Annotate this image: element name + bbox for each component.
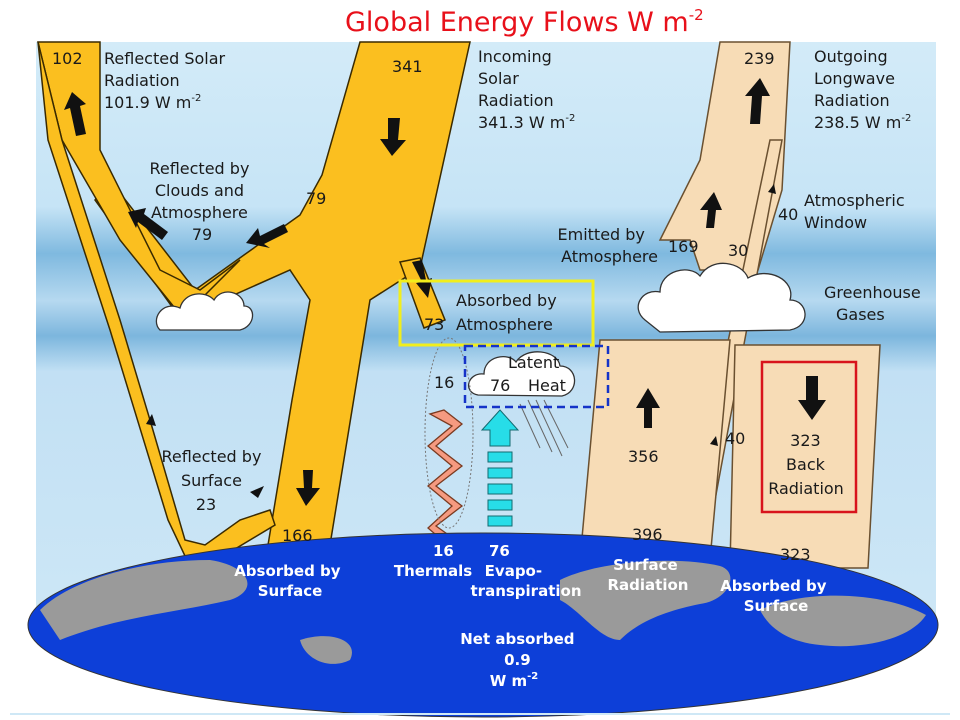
back-radiation-highlight-box	[760, 360, 858, 514]
surface-radiation-bottom-value: 396	[632, 525, 663, 544]
reflected-up-arrow-icon	[64, 92, 86, 136]
cloud-greenhouse	[637, 262, 806, 333]
greenhouse-label: Greenhouse Gases	[824, 283, 926, 324]
reflected-solar-value: 102	[52, 49, 83, 68]
page-title: Global Energy Flows W m-2	[345, 6, 704, 38]
surface-radiation-mid-value: 356	[628, 447, 659, 466]
thermals-dotted-outline	[424, 337, 474, 529]
atm-window-value: 40	[778, 205, 798, 224]
reflected-surface-arm	[37, 41, 276, 557]
reflected-surface-arrow-icon	[146, 414, 156, 426]
cloud-latent	[468, 351, 576, 397]
absorbed-surface-right-value: 323	[780, 545, 811, 564]
window-arrow2-icon	[710, 436, 718, 446]
outgoing-arrow-icon	[745, 78, 770, 124]
reflected-clouds-branch-value: 79	[306, 189, 326, 208]
earth-net-absorbed: Net absorbed 0.9 W m-2	[460, 630, 580, 690]
latent-heat-highlight-box	[463, 344, 610, 409]
latent-heat-value: 76	[490, 376, 510, 395]
window-bottom-value: 40	[725, 429, 745, 448]
absorbed-surface-left-value: 166	[282, 526, 313, 545]
absorbed-atm-arrow-icon	[412, 260, 432, 298]
clouds-reflect-arrow-2-icon	[246, 224, 288, 248]
window-arrow-icon	[768, 184, 776, 194]
latent-heat-label: Latent	[508, 353, 559, 372]
absorbed-surface-arrow-icon	[296, 470, 320, 506]
earth-thermals: 16 Thermals	[394, 542, 472, 580]
back-down-arrow-icon	[798, 376, 826, 420]
absorbed-atm-label: Absorbed by	[456, 291, 557, 310]
earth-surface-radiation: Surface Radiation	[608, 556, 689, 594]
emitted-arrow-icon	[700, 192, 722, 228]
emitted-atm-window-value: 30	[728, 241, 748, 260]
incoming-arrow-icon	[380, 118, 406, 156]
outgoing-lw-label: Outgoing Longwave Radiation 238.5 W m-2	[814, 47, 911, 132]
absorbed-atmosphere-branch	[398, 257, 446, 329]
reflected-solar-label: Reflected Solar Radiation 101.9 W m-2	[104, 49, 230, 112]
outgoing-lw-value: 239	[744, 49, 775, 68]
earth-absorbed-surface-left: Absorbed by Surface	[234, 562, 346, 600]
earth-absorbed-surface-right: Absorbed by Surface	[720, 577, 832, 615]
earth-evapotranspiration: 76 Evapo- transpiration	[471, 542, 582, 600]
incoming-solar-value: 341	[392, 57, 423, 76]
absorbed-atm-label-2: Atmosphere	[456, 315, 553, 334]
back-radiation-label: 323 Back Radiation	[768, 431, 844, 498]
incoming-solar-beam	[94, 41, 471, 546]
emitted-atm-label: Emitted by Atmosphere	[558, 225, 659, 266]
evapotranspiration-bars	[480, 409, 520, 527]
latent-heat-label-2: Heat	[528, 376, 566, 395]
cloud-left	[155, 291, 254, 331]
reflected-surface-label: Reflected by Surface 23	[161, 447, 266, 514]
absorbed-atm-value: 73	[424, 315, 444, 334]
reflected-solar-arm	[37, 41, 241, 313]
reflected-surface-arrow2-icon	[250, 486, 264, 498]
emitted-atm-value: 169	[668, 237, 699, 256]
reflected-clouds-label: Reflected by Clouds and Atmosphere 79	[149, 159, 254, 244]
clouds-reflect-arrow-1-icon	[128, 208, 168, 240]
earth-land	[40, 560, 926, 664]
atm-window-label: Atmospheric Window	[804, 191, 910, 232]
incoming-solar-label: Incoming Solar Radiation 341.3 W m-2	[478, 47, 575, 132]
surface-up-arrow-icon	[636, 388, 660, 428]
thermals-top-value: 16	[434, 373, 454, 392]
